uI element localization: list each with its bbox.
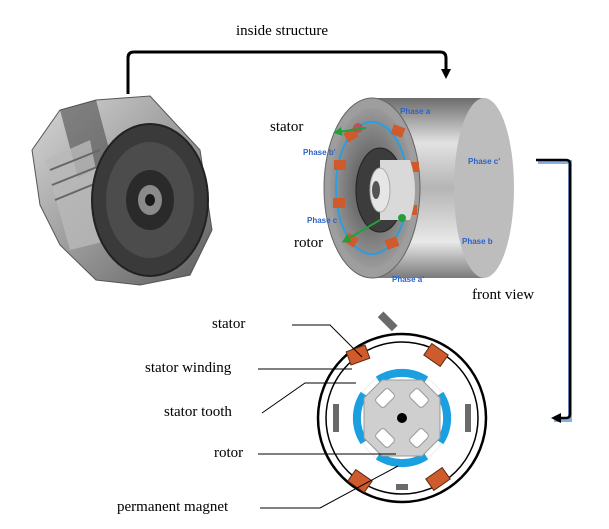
rotor-core (364, 380, 440, 456)
phase-label-a: Phase a (400, 108, 430, 116)
front-view-cross-section (318, 311, 486, 502)
motor-3d-cutaway (324, 98, 514, 278)
front-stator-winding-label: stator winding (145, 361, 231, 376)
front-view-arrow-shadow (538, 162, 570, 420)
phase-label-b: Phase b (462, 238, 493, 246)
motor-3d-rotor-label: rotor (294, 236, 323, 251)
motor-photo (32, 96, 212, 285)
front-rotor-label: rotor (214, 446, 243, 461)
phase-label-c: Phase c (307, 217, 337, 225)
front-view-label: front view (472, 288, 534, 303)
phase-label-a-prime: Phase a' (392, 276, 424, 284)
motor-3d-stator-label: stator (270, 120, 303, 135)
front-stator-label: stator (212, 317, 245, 332)
phase-label-b-prime: Phase b' (303, 149, 336, 157)
inside-structure-label: inside structure (236, 24, 328, 39)
front-view-arrow (536, 160, 570, 418)
phase-label-c-prime: Phase c' (468, 158, 500, 166)
inside-structure-arrow (128, 52, 446, 94)
front-permanent-magnet-label: permanent magnet (117, 500, 228, 515)
front-stator-tooth-label: stator tooth (164, 405, 232, 420)
